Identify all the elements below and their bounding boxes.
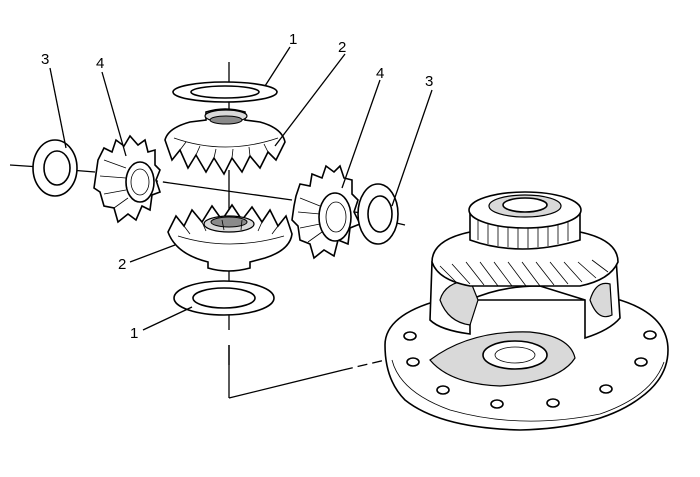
callout-1-bottom: 1 — [130, 325, 138, 342]
pinion-thrust-washer-right — [357, 183, 399, 245]
callout-labels: 1 2 3 4 4 3 2 1 — [41, 31, 433, 342]
callout-4-right: 4 — [376, 65, 384, 82]
callout-3-left: 3 — [41, 51, 49, 68]
callout-2-top: 2 — [338, 39, 346, 56]
pinion-gear-right — [291, 164, 362, 260]
leader-lines — [49, 46, 433, 331]
pinion-gear-left — [93, 134, 162, 224]
callout-3-right: 3 — [425, 73, 433, 90]
callout-1-top: 1 — [289, 31, 297, 48]
callout-2-bottom: 2 — [118, 256, 126, 273]
differential-case — [384, 191, 669, 431]
side-gear-bottom — [167, 203, 293, 272]
thrust-washer-bottom — [173, 280, 275, 316]
thrust-washer-top — [172, 81, 278, 103]
pinion-thrust-washer-left — [32, 139, 78, 197]
callout-4-left: 4 — [96, 55, 104, 72]
side-gear-top — [164, 108, 286, 176]
